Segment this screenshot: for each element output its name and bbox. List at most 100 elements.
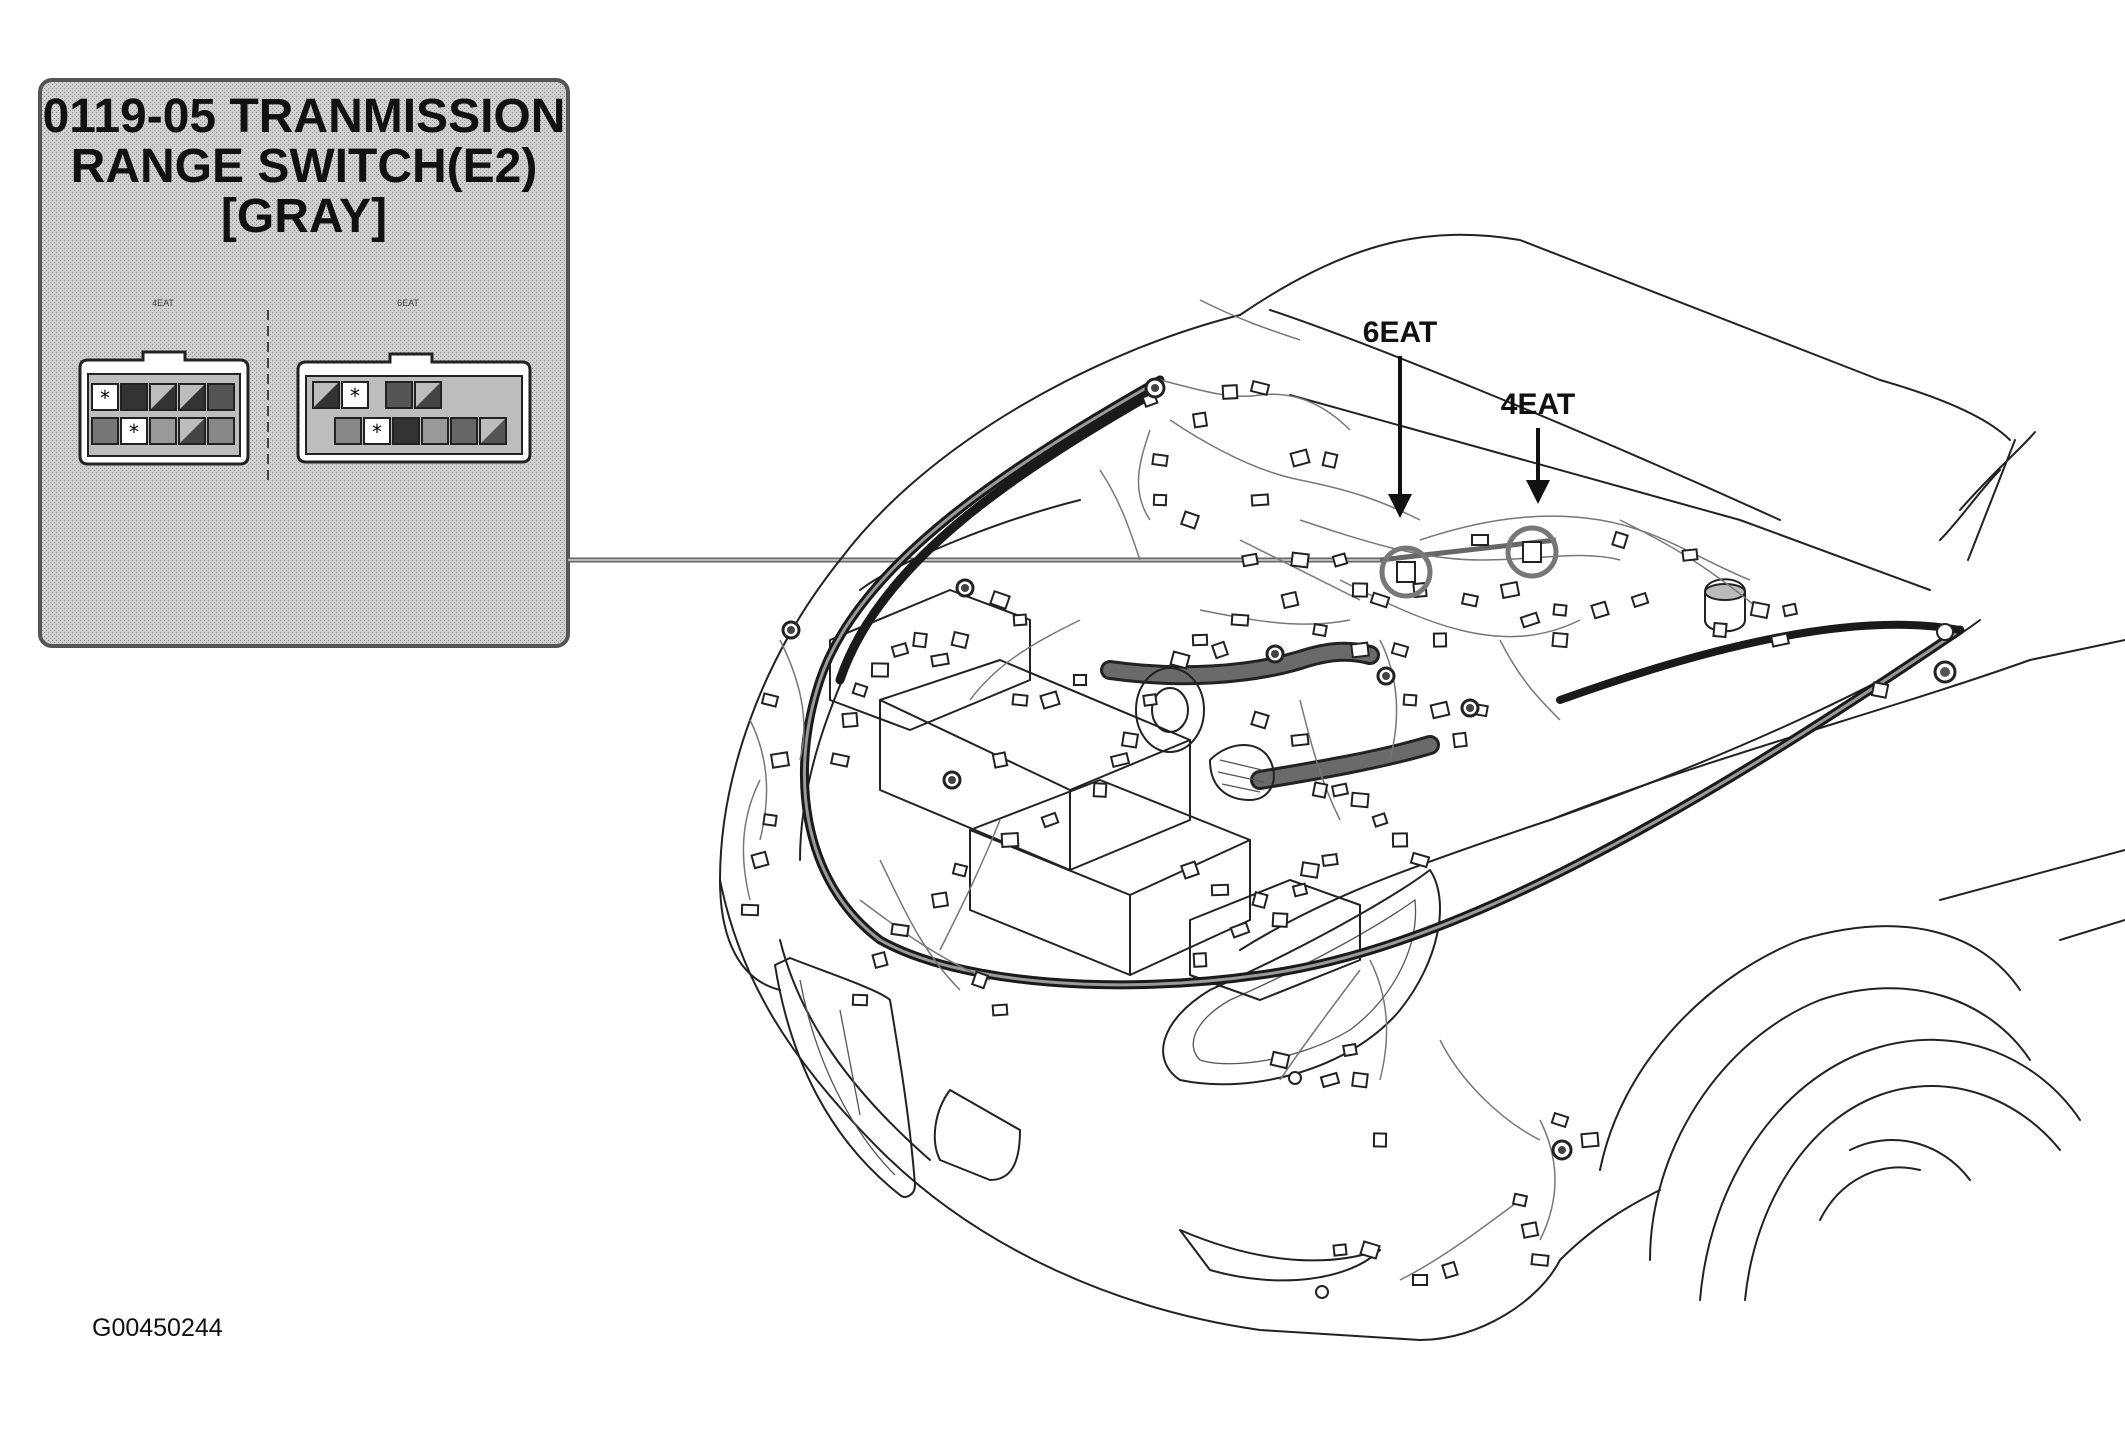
connector-6eat-label: 6EAT bbox=[397, 298, 419, 308]
harness-connector bbox=[1012, 613, 1028, 627]
harness-connector bbox=[1372, 1132, 1388, 1148]
harness-connector bbox=[1350, 641, 1370, 659]
harness-connector bbox=[991, 751, 1009, 769]
harness-connector bbox=[950, 630, 970, 650]
target-circle-6eat bbox=[1379, 545, 1433, 599]
harness-connector bbox=[1432, 632, 1448, 648]
harness-connector bbox=[1251, 890, 1269, 910]
harness-connector bbox=[1551, 631, 1569, 649]
harness-connector bbox=[1249, 380, 1271, 396]
harness-connector bbox=[1142, 693, 1158, 707]
harness-connector bbox=[1781, 602, 1799, 618]
svg-text:*: * bbox=[372, 420, 382, 444]
harness-connector bbox=[1429, 700, 1451, 720]
harness-connector bbox=[1342, 1042, 1358, 1058]
harness-connector bbox=[1269, 1050, 1291, 1070]
harness-connector bbox=[1590, 600, 1610, 620]
target-circle-4eat bbox=[1505, 525, 1559, 579]
harness-connector bbox=[760, 692, 780, 708]
connector-inset: 0119-05 TRANMISSION RANGE SWITCH(E2) [GR… bbox=[38, 78, 570, 648]
harness-connector bbox=[1471, 534, 1489, 546]
harness-connector bbox=[1769, 632, 1791, 648]
connector-4eat-label: 4EAT bbox=[152, 298, 174, 308]
harness-connector bbox=[951, 862, 969, 878]
harness-connector bbox=[1712, 621, 1728, 639]
harness-connector bbox=[829, 752, 851, 768]
callout-label-6eat: 6EAT bbox=[1363, 316, 1437, 349]
harness-connector bbox=[1290, 551, 1310, 569]
harness-connector bbox=[851, 682, 869, 698]
harness-connector bbox=[1611, 530, 1629, 550]
harness-connector bbox=[1520, 1221, 1540, 1239]
harness-connector bbox=[1351, 1071, 1369, 1089]
harness-connector bbox=[890, 642, 910, 658]
harness-connector bbox=[1749, 600, 1771, 620]
harness-connector bbox=[1210, 640, 1230, 660]
harness-connector bbox=[1192, 952, 1208, 968]
harness-connector bbox=[1681, 548, 1699, 562]
harness-connector bbox=[1402, 693, 1418, 707]
wiring-harness bbox=[742, 299, 1965, 1281]
harness-connector bbox=[1870, 681, 1890, 699]
harness-connector bbox=[1221, 384, 1239, 400]
harness-connector bbox=[930, 891, 950, 909]
harness-connector bbox=[1151, 452, 1169, 468]
harness-connector bbox=[930, 652, 950, 668]
harness-connector bbox=[1191, 411, 1209, 429]
harness-connector bbox=[871, 950, 889, 970]
harness-connector bbox=[841, 711, 859, 729]
harness-connector bbox=[1552, 603, 1568, 617]
harness-connector bbox=[1179, 860, 1201, 880]
harness-connector bbox=[1321, 852, 1339, 868]
harness-connector bbox=[1330, 782, 1350, 798]
callout-label-4eat: 4EAT bbox=[1501, 388, 1575, 421]
inset-title-line-3: [GRAY] bbox=[221, 190, 387, 243]
harness-connector bbox=[851, 993, 869, 1007]
harness-connector bbox=[1210, 883, 1230, 897]
harness-connector bbox=[1092, 782, 1108, 798]
harness-connector bbox=[1229, 921, 1251, 939]
harness-connector bbox=[1351, 582, 1369, 598]
harness-connector bbox=[1519, 611, 1541, 629]
harness-connector bbox=[1359, 1240, 1381, 1260]
figure-code: G00450244 bbox=[92, 1314, 223, 1342]
harness-connector bbox=[1441, 1260, 1459, 1280]
harness-connector bbox=[1391, 832, 1409, 848]
harness-connector bbox=[1250, 710, 1270, 730]
svg-text:*: * bbox=[129, 420, 139, 444]
inset-title-line-2: RANGE SWITCH(E2) bbox=[71, 140, 538, 193]
harness-connector bbox=[1371, 812, 1389, 828]
harness-connector bbox=[1311, 781, 1329, 799]
harness-connector bbox=[890, 922, 910, 938]
harness-connector bbox=[1289, 448, 1311, 468]
harness-connector bbox=[1299, 861, 1321, 879]
harness-connector bbox=[1073, 674, 1087, 686]
harness-connector bbox=[1321, 451, 1339, 469]
connector-6eat: 6EAT * * bbox=[296, 298, 532, 464]
harness-connector bbox=[1499, 580, 1521, 600]
harness-connector bbox=[912, 631, 928, 649]
harness-connector bbox=[1291, 882, 1309, 898]
harness-connector bbox=[1109, 752, 1131, 768]
callout-arrows: 6EAT 4EAT bbox=[1363, 316, 1575, 518]
harness-connector bbox=[1152, 493, 1168, 507]
harness-connector bbox=[1312, 622, 1328, 638]
harness-connector bbox=[1630, 591, 1650, 609]
harness-connector bbox=[1011, 693, 1029, 707]
grommets bbox=[781, 377, 1573, 1299]
harness-connector bbox=[1530, 1253, 1550, 1267]
harness-connector bbox=[1409, 851, 1431, 869]
harness-connector bbox=[1120, 731, 1140, 749]
harness-connector bbox=[870, 662, 890, 678]
harness-connector bbox=[750, 850, 770, 870]
harness-connector bbox=[1412, 1274, 1428, 1286]
harness-connector bbox=[1241, 552, 1259, 568]
harness-connector bbox=[1332, 1243, 1348, 1257]
harness-connector bbox=[1280, 590, 1300, 610]
harness-connector bbox=[1039, 690, 1061, 710]
svg-text:*: * bbox=[350, 384, 360, 408]
harness-connector bbox=[1271, 912, 1289, 928]
connector-4eat: 4EAT * * bbox=[78, 298, 250, 466]
